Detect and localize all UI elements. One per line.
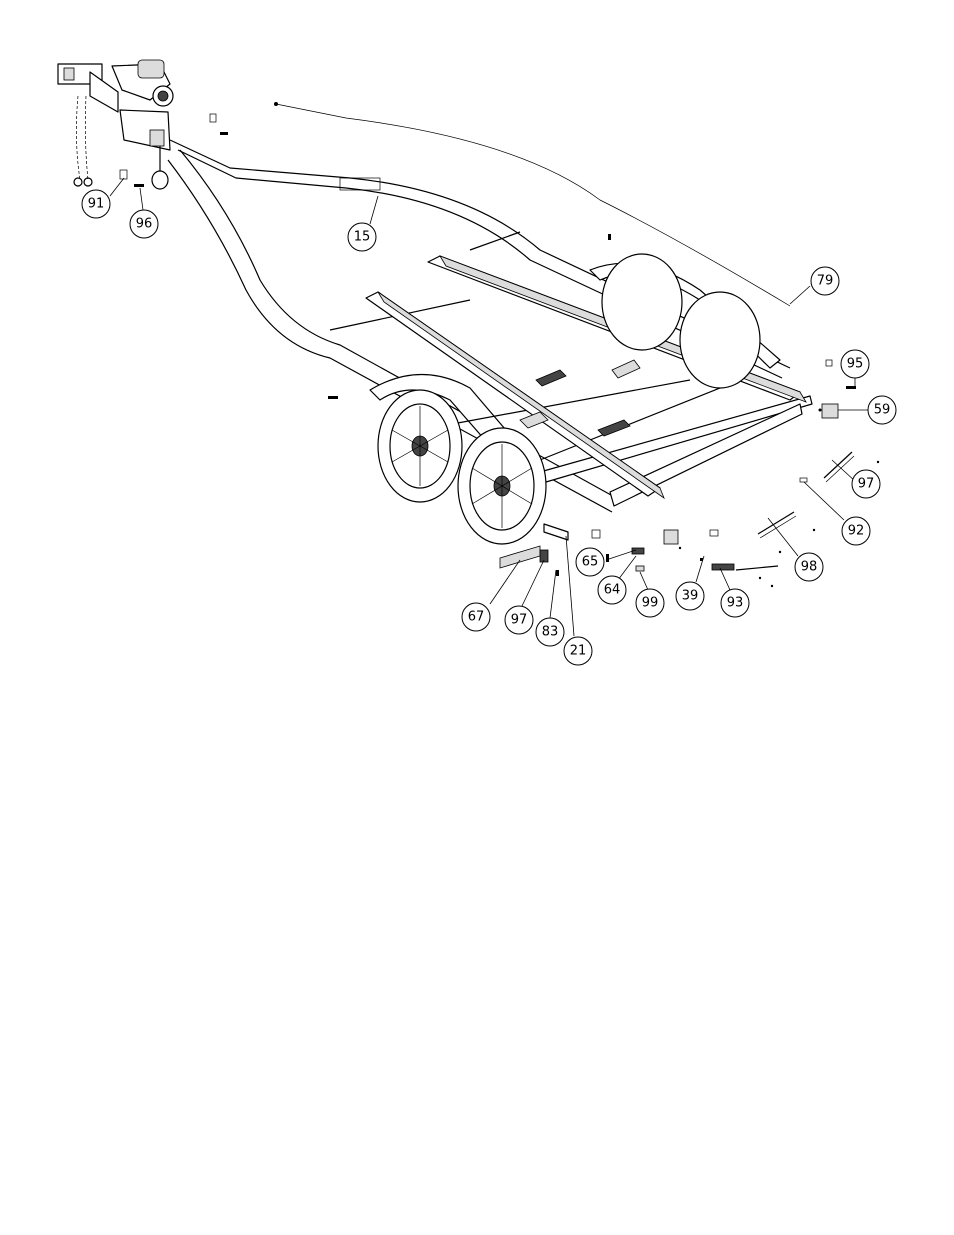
- wheel-front-right: [458, 428, 546, 544]
- callout-97-left: 97: [505, 606, 533, 634]
- coupler-winch-stand: [58, 60, 228, 189]
- callout-97-right: 97: [852, 470, 880, 498]
- callout-21: 21: [564, 637, 592, 665]
- callout-39: 39: [676, 582, 704, 610]
- svg-text:91: 91: [88, 197, 105, 212]
- svg-text:15: 15: [354, 230, 371, 245]
- svg-text:21: 21: [570, 644, 587, 659]
- svg-text:95: 95: [847, 357, 864, 372]
- svg-text:67: 67: [468, 610, 485, 625]
- svg-text:93: 93: [727, 596, 744, 611]
- svg-text:83: 83: [542, 625, 559, 640]
- svg-text:92: 92: [848, 524, 865, 539]
- tail-light-parts: [592, 360, 856, 571]
- svg-text:97: 97: [511, 613, 528, 628]
- svg-text:79: 79: [817, 274, 834, 289]
- svg-text:97: 97: [858, 477, 875, 492]
- callout-96: 96: [130, 210, 158, 238]
- callout-93: 93: [721, 589, 749, 617]
- svg-text:98: 98: [801, 560, 818, 575]
- callout-59: 59: [868, 396, 896, 424]
- svg-text:59: 59: [874, 403, 891, 418]
- winch-cable: [276, 104, 790, 306]
- callout-92: 92: [842, 517, 870, 545]
- svg-text:65: 65: [582, 555, 599, 570]
- wheel-front-left: [378, 390, 462, 502]
- callout-64: 64: [598, 576, 626, 604]
- small-hardware: [679, 409, 879, 588]
- svg-text:39: 39: [682, 589, 699, 604]
- callout-99: 99: [636, 589, 664, 617]
- callout-15: 15: [348, 223, 376, 251]
- callout-91: 91: [82, 190, 110, 218]
- svg-text:64: 64: [604, 583, 621, 598]
- callout-79: 79: [811, 267, 839, 295]
- svg-text:99: 99: [642, 596, 659, 611]
- callout-98: 98: [795, 553, 823, 581]
- callout-65: 65: [576, 548, 604, 576]
- svg-text:96: 96: [136, 217, 153, 232]
- callout-67: 67: [462, 603, 490, 631]
- callout-83: 83: [536, 618, 564, 646]
- callout-95: 95: [841, 350, 869, 378]
- trailer-drawing: [58, 60, 879, 587]
